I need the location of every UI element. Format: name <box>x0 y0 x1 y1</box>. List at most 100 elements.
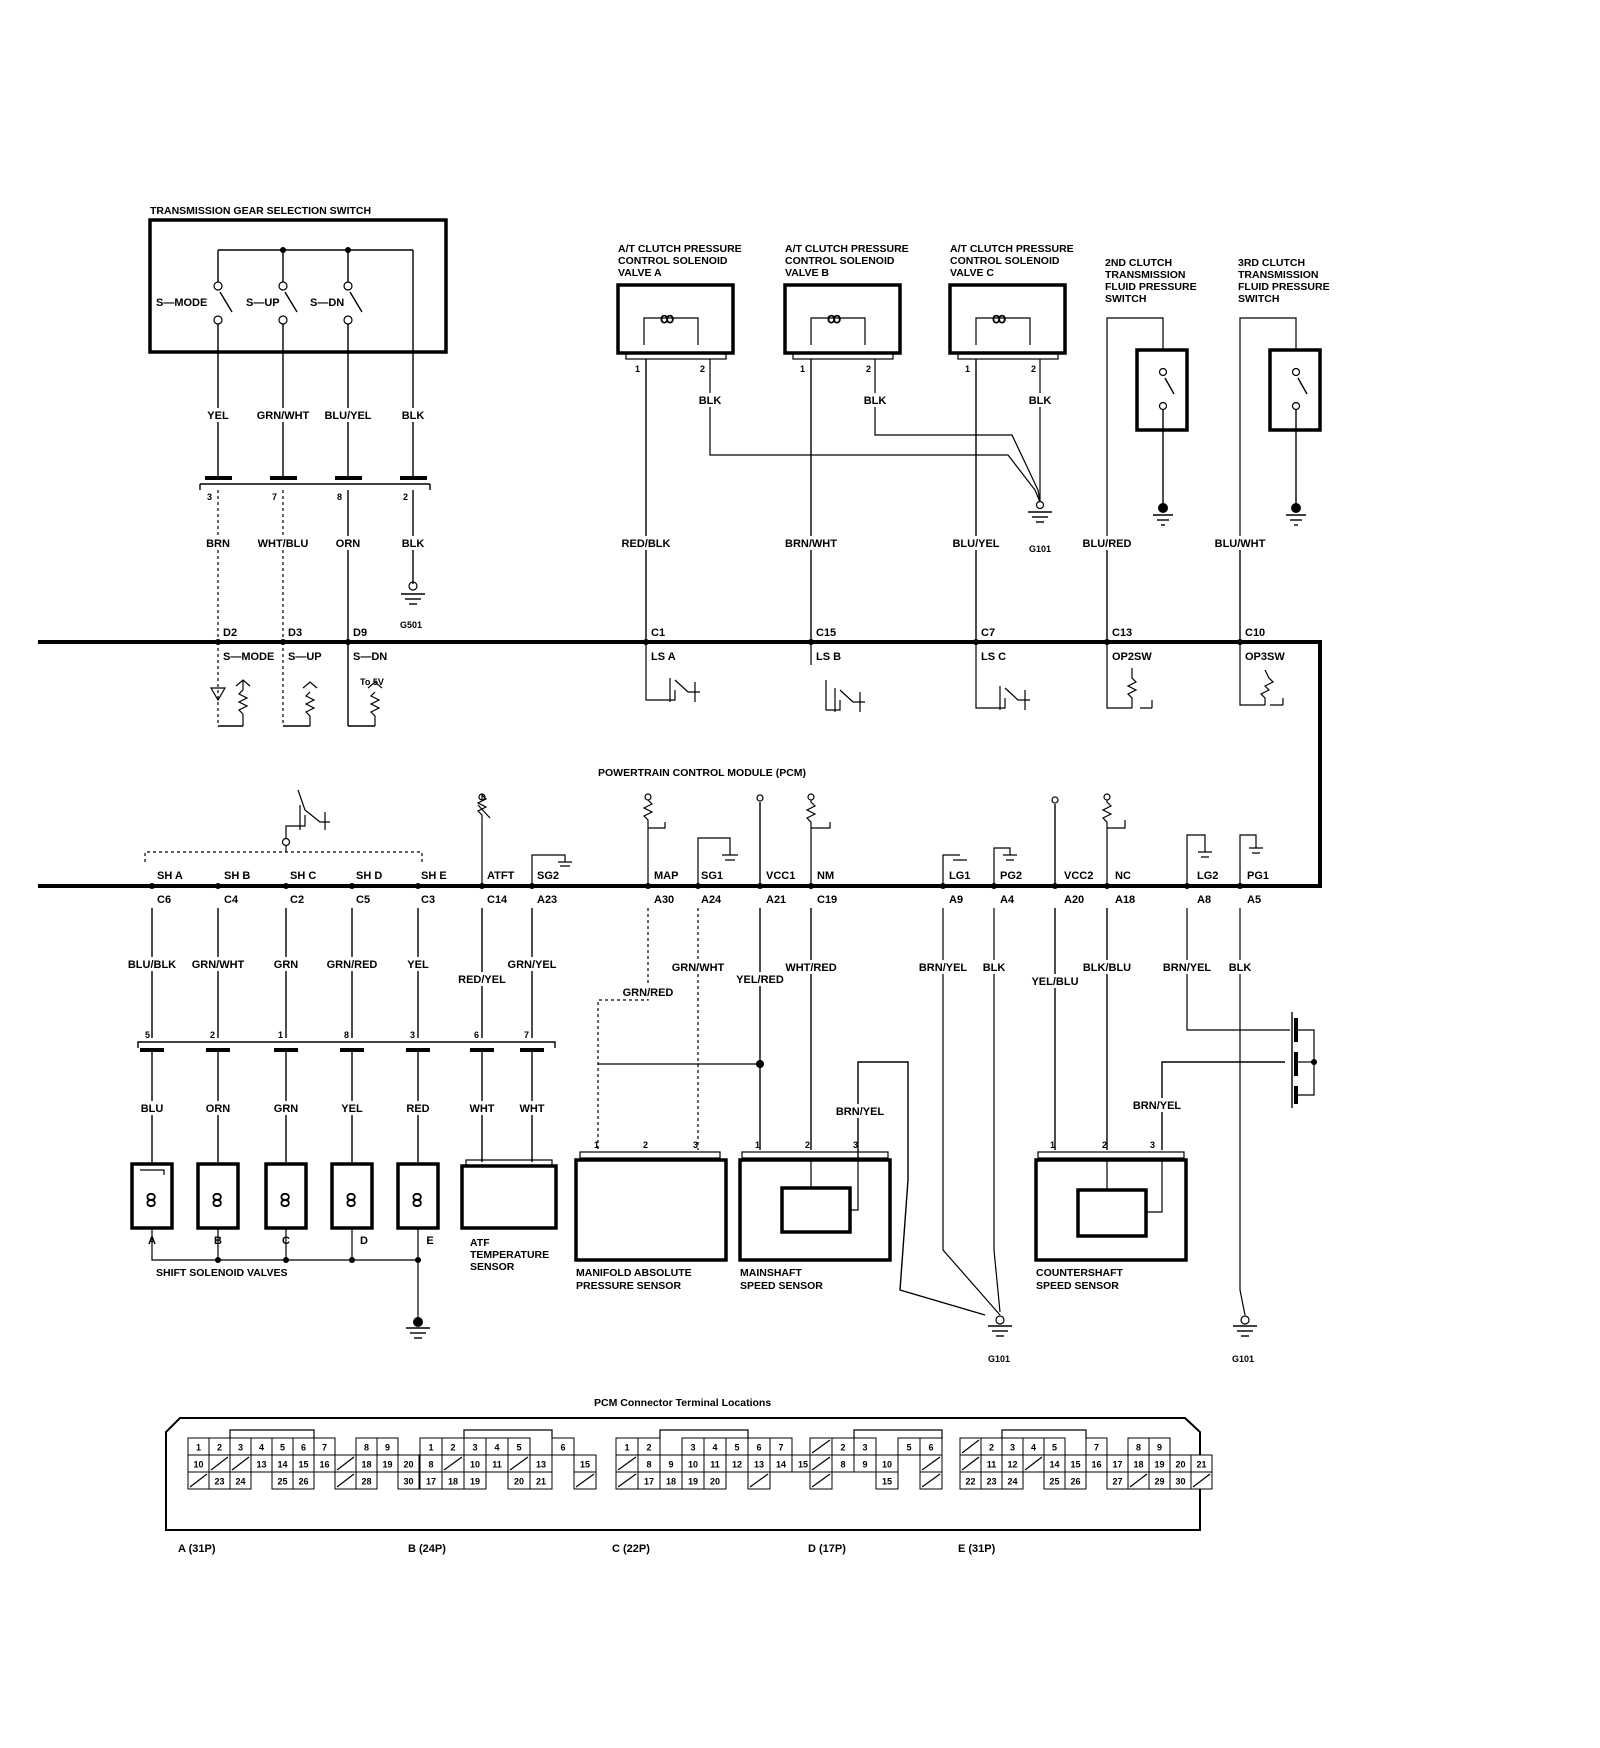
unused-terminal-mark <box>231 1456 250 1471</box>
unused-terminal-mark <box>443 1456 463 1471</box>
wire-blu-yel: BLU/YEL <box>324 410 371 422</box>
svg-text:6: 6 <box>474 1030 479 1040</box>
terminal-number: 7 <box>778 1443 783 1453</box>
svg-text:2: 2 <box>1102 1140 1107 1150</box>
terminal-number: 8 <box>364 1443 369 1453</box>
terminal-number: 15 <box>298 1460 308 1470</box>
coil-c-icon: ꝏ <box>992 310 1006 326</box>
terminal-number: 20 <box>403 1460 413 1470</box>
terminal-number: 13 <box>754 1460 764 1470</box>
terminal-number: 7 <box>322 1443 327 1453</box>
unused-terminal-mark <box>336 1456 355 1471</box>
svg-text:1: 1 <box>800 364 805 374</box>
svg-text:A (31P): A (31P) <box>178 1543 216 1555</box>
junction-connector <box>1291 1012 1317 1108</box>
svg-text:OP2SW: OP2SW <box>1112 651 1152 663</box>
svg-text:TRANSMISSION: TRANSMISSION <box>1105 269 1186 281</box>
svg-text:YEL: YEL <box>341 1103 363 1115</box>
svg-text:B (24P): B (24P) <box>408 1543 446 1555</box>
svg-text:1: 1 <box>965 364 970 374</box>
svg-text:1: 1 <box>635 364 640 374</box>
shift-valve-b: ꝏ B <box>196 1162 240 1247</box>
unused-terminal-mark <box>336 1473 355 1488</box>
svg-text:C2: C2 <box>290 894 304 906</box>
connector-a-grid: 1234567891013141516181920212324252628303… <box>187 1429 441 1490</box>
terminal-number: 12 <box>1007 1460 1017 1470</box>
terminal-number: 4 <box>712 1443 717 1453</box>
terminal-number: 15 <box>882 1477 892 1487</box>
svg-text:E (31P): E (31P) <box>958 1543 996 1555</box>
svg-text:COUNTERSHAFT: COUNTERSHAFT <box>1036 1267 1123 1279</box>
unused-terminal-mark <box>1024 1456 1043 1471</box>
svg-text:A/T CLUTCH PRESSURE: A/T CLUTCH PRESSURE <box>618 243 742 255</box>
svg-text:2: 2 <box>700 364 705 374</box>
svg-text:S—MODE: S—MODE <box>223 651 274 663</box>
terminal-number: 6 <box>560 1443 565 1453</box>
svg-text:SH A: SH A <box>157 870 183 882</box>
svg-text:YEL/BLU: YEL/BLU <box>1031 976 1078 988</box>
wire-red-blk: RED/BLK <box>622 538 671 550</box>
wire-blk-ground: BLK <box>402 538 425 550</box>
svg-text:BLK: BLK <box>983 962 1006 974</box>
svg-text:1: 1 <box>278 1030 283 1040</box>
svg-text:BLU: BLU <box>141 1103 164 1115</box>
upper-signal-wiring: RED/BLK BRN/WHT BLU/YEL BLU/RED BLU/WHT <box>618 359 1270 640</box>
terminal-number: 19 <box>470 1477 480 1487</box>
terminal-number: 8 <box>428 1460 433 1470</box>
terminal-number: 8 <box>1136 1443 1141 1453</box>
gear-pin-7: 7 <box>272 492 277 502</box>
svg-text:SPEED SENSOR: SPEED SENSOR <box>740 1280 823 1292</box>
svg-text:C4: C4 <box>224 894 239 906</box>
terminal-number: 3 <box>862 1443 867 1453</box>
wire-brn: BRN <box>206 538 230 550</box>
svg-text:3RD CLUTCH: 3RD CLUTCH <box>1238 257 1305 269</box>
terminal-number: 14 <box>277 1460 287 1470</box>
svg-text:7: 7 <box>524 1030 529 1040</box>
terminal-number: 17 <box>426 1477 436 1487</box>
solenoid-valve-c: A/T CLUTCH PRESSURE CONTROL SOLENOID VAL… <box>948 243 1074 374</box>
terminal-number: 1 <box>428 1443 433 1453</box>
terminal-number: 30 <box>403 1477 413 1487</box>
gear-switch-wiring: YEL GRN/WHT BLU/YEL BLK 3 7 8 2 BRN WHT/… <box>199 324 431 640</box>
terminal-number: 26 <box>298 1477 308 1487</box>
terminal-cell <box>292 1471 315 1490</box>
terminal-number: 13 <box>536 1460 546 1470</box>
svg-text:SPEED SENSOR: SPEED SENSOR <box>1036 1280 1119 1292</box>
svg-text:BLU/BLK: BLU/BLK <box>128 959 176 971</box>
terminal-number: 20 <box>1175 1460 1185 1470</box>
svg-text:GRN: GRN <box>274 959 299 971</box>
gear-pin-3: 3 <box>207 492 212 502</box>
svg-text:ATF: ATF <box>470 1237 490 1249</box>
svg-text:VALVE A: VALVE A <box>618 267 662 279</box>
svg-text:GRN: GRN <box>274 1103 299 1115</box>
svg-text:2: 2 <box>805 1140 810 1150</box>
gear-pin-8: 8 <box>337 492 342 502</box>
svg-text:SH C: SH C <box>290 870 316 882</box>
terminal-number: 30 <box>1175 1477 1185 1487</box>
svg-text:PG1: PG1 <box>1247 870 1269 882</box>
unused-terminal-mark <box>1192 1473 1211 1488</box>
svg-text:BLK: BLK <box>1029 395 1052 407</box>
terminal-number: 10 <box>688 1460 698 1470</box>
svg-text:A20: A20 <box>1064 894 1084 906</box>
terminal-number: 27 <box>1112 1477 1122 1487</box>
svg-text:BRN/YEL: BRN/YEL <box>1163 962 1212 974</box>
svg-text:NC: NC <box>1115 870 1131 882</box>
gear-switch-box <box>148 218 448 354</box>
wire-blk: BLK <box>402 410 425 422</box>
svg-text:3: 3 <box>1150 1140 1155 1150</box>
svg-text:MAINSHAFT: MAINSHAFT <box>740 1267 802 1279</box>
terminal-number: 16 <box>1091 1460 1101 1470</box>
terminal-number: 28 <box>361 1477 371 1487</box>
terminal-number: 2 <box>989 1443 994 1453</box>
pcm-upper-bus <box>38 640 1322 888</box>
svg-text:OP3SW: OP3SW <box>1245 651 1285 663</box>
svg-text:SH D: SH D <box>356 870 382 882</box>
svg-text:ATFT: ATFT <box>487 870 515 882</box>
ground-g101-top: G101 <box>1028 500 1052 554</box>
svg-text:G101: G101 <box>988 1354 1010 1364</box>
terminal-number: 6 <box>756 1443 761 1453</box>
